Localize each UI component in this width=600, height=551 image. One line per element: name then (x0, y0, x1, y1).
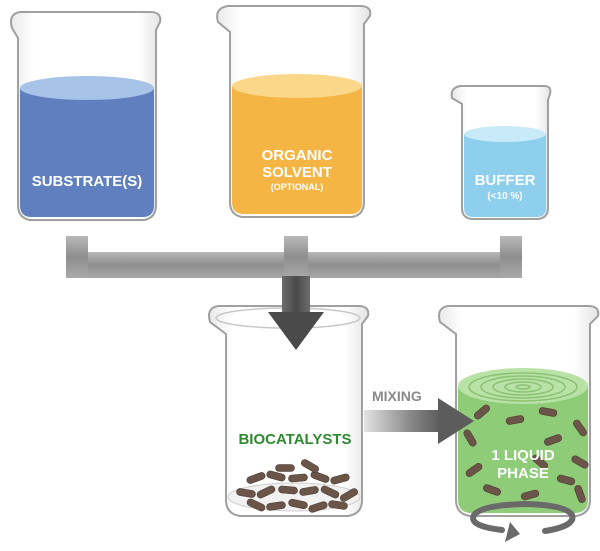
beaker-biocatalysts: BIOCATALYSTS (208, 305, 370, 517)
particle (505, 415, 525, 425)
mixing-arrow-head (438, 398, 474, 444)
liquid-surface-mixture (458, 368, 588, 404)
particle (275, 464, 295, 472)
label-mixture-line1: 1 LIQUID (491, 447, 555, 464)
particle (278, 485, 298, 495)
particle (301, 459, 319, 473)
liquid-mixture (458, 386, 588, 513)
sublabel-buffer: (<10 %) (487, 191, 522, 202)
particle (330, 473, 350, 485)
particle (574, 485, 586, 503)
particle (538, 407, 558, 417)
beaker-substrates: SUBSTRATE(S) (10, 11, 162, 221)
pipe-center (284, 236, 308, 278)
particle (320, 485, 340, 499)
biocatalyst-particles (236, 459, 358, 513)
rotation-arrow-icon (470, 500, 576, 542)
label-buffer: BUFFER (475, 172, 536, 189)
particle (556, 474, 576, 486)
particle (266, 470, 286, 482)
particle (465, 463, 483, 477)
liquid-substrates (20, 88, 154, 217)
mixing-arrow: MIXING (364, 388, 474, 444)
particle (246, 472, 266, 484)
liquid-buffer (464, 134, 546, 217)
swirl (468, 372, 578, 402)
particle (483, 484, 501, 496)
particle (266, 501, 286, 511)
label-solvent-line1: ORGANIC (262, 147, 333, 164)
label-biocatalysts: BIOCATALYSTS (238, 431, 351, 448)
beaker-solvent: ORGANIC SOLVENT (OPTIONAL) (216, 5, 372, 218)
mixing-arrow-shaft (364, 410, 440, 432)
particle (520, 489, 540, 501)
particle (531, 454, 549, 470)
suspended-particles (463, 404, 589, 503)
liquid-surface-substrates (20, 76, 154, 100)
particle (299, 486, 319, 496)
label-solvent-line2: SOLVENT (262, 164, 332, 181)
particle (256, 485, 276, 499)
sublabel-solvent: (OPTIONAL) (271, 182, 324, 192)
pipe-right (500, 236, 522, 278)
particle (473, 404, 491, 420)
down-arrow-icon (268, 276, 324, 350)
particle (340, 488, 358, 502)
liquid-surface-solvent (232, 74, 362, 98)
mixing-label: MIXING (372, 388, 422, 404)
particle (571, 455, 589, 469)
particle (288, 473, 308, 483)
beaker-buffer: BUFFER (<10 %) (450, 85, 552, 220)
label-mixture-line2: PHASE (497, 465, 549, 482)
particle (328, 500, 348, 510)
liquid-solvent (232, 86, 362, 214)
particle (288, 498, 308, 510)
connector-pipes (66, 236, 522, 278)
particle (463, 429, 477, 447)
liquid-surface-buffer (464, 126, 546, 142)
particle (310, 471, 330, 483)
label-substrates: SUBSTRATE(S) (32, 173, 143, 190)
pipe-left (66, 236, 88, 278)
particle (246, 498, 266, 512)
particle (573, 419, 587, 437)
beaker-mixture: 1 LIQUID PHASE (438, 305, 600, 517)
particle (236, 488, 256, 498)
beaker-glass (208, 305, 370, 517)
particle (544, 434, 562, 446)
particle (308, 501, 328, 513)
